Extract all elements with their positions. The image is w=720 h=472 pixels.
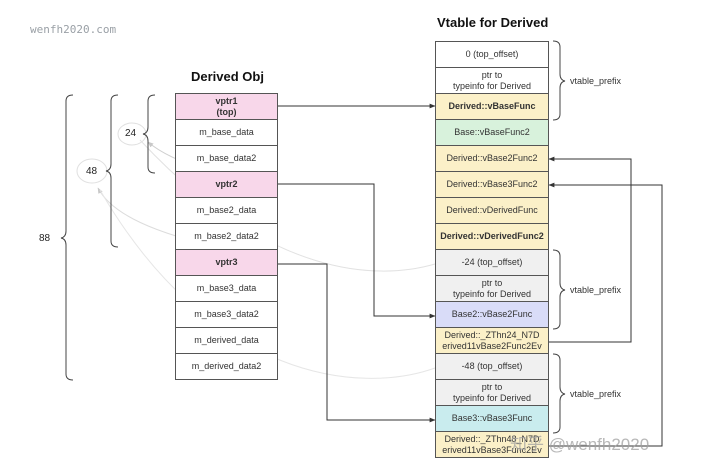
brace-24 <box>142 94 156 174</box>
vtable-row-label: -24 (top_offset) <box>461 257 523 267</box>
brace-48 <box>105 94 119 248</box>
vtable-row-label: Derived::vBase3Func2 <box>446 179 538 189</box>
vtable-row-derived-vbase2func2: Derived::vBase2Func2 <box>435 145 549 172</box>
vtable-row-base3-vbase3func: Base3::vBase3Func <box>435 405 549 432</box>
vtable-row-label: Derived::vBase2Func2 <box>446 153 538 163</box>
vtable-row-label: Derived::_ZThn48_N7D <box>444 433 540 444</box>
brace-prefix-1 <box>552 40 566 121</box>
brace-label-88: 88 <box>39 233 51 244</box>
obj-row-m-base2-data2: m_base2_data2 <box>175 223 278 250</box>
obj-row-m-derived-data2: m_derived_data2 <box>175 353 278 380</box>
obj-row-vptr3: vptr3 <box>175 249 278 276</box>
brace-88 <box>60 94 74 381</box>
vtable-row-label: Base::vBaseFunc2 <box>454 127 530 137</box>
vtable-row-sublabel: typeinfo for Derived <box>452 392 532 403</box>
brace-prefix-2 <box>552 249 566 330</box>
vtable-row-sublabel: typeinfo for Derived <box>452 288 532 299</box>
vtable-row-label: ptr to <box>481 381 503 392</box>
vtable-prefix-label-1: vtable_prefix <box>570 76 622 86</box>
vtable-row-48-top-offset: -48 (top_offset) <box>435 353 549 380</box>
vtable-row-derived-vbasefunc: Derived::vBaseFunc <box>435 93 549 120</box>
size-circle-24 <box>117 122 147 146</box>
vtable-row-label: Derived::vBaseFunc <box>448 101 536 111</box>
obj-row-label: vptr3 <box>215 257 238 267</box>
obj-row-m-base-data2: m_base_data2 <box>175 145 278 172</box>
curve-offset-48 <box>99 189 436 379</box>
obj-row-label: m_base2_data <box>196 205 257 215</box>
vtable-row-base2-vbase2func: Base2::vBase2Func <box>435 301 549 328</box>
derived-obj-title: Derived Obj <box>191 69 264 84</box>
vtable-row-label: 0 (top_offset) <box>465 49 519 59</box>
arrow-thunk-base2 <box>548 156 632 343</box>
obj-row-label: vptr1 <box>215 95 238 106</box>
vtable-row-base-vbasefunc2: Base::vBaseFunc2 <box>435 119 549 146</box>
brace-prefix-3 <box>552 353 566 434</box>
obj-row-m-base3-data: m_base3_data <box>175 275 278 302</box>
arrow-thunk-base3 <box>548 182 663 447</box>
vtable-row-derived-vderivedfunc2: Derived::vDerivedFunc2 <box>435 223 549 250</box>
obj-row-sublabel: (top) <box>216 106 237 117</box>
vtable-row-label: Derived::vDerivedFunc2 <box>440 231 544 241</box>
vtable-prefix-label-3: vtable_prefix <box>570 389 622 399</box>
obj-row-label: m_base3_data <box>196 283 257 293</box>
obj-row-m-base-data: m_base_data <box>175 119 278 146</box>
vtable-row-label: Base2::vBase2Func <box>451 309 533 319</box>
obj-row-label: m_base2_data2 <box>194 231 259 241</box>
vtable-row-label: Base3::vBase3Func <box>451 413 533 423</box>
vtable-row-0-top-offset: 0 (top_offset) <box>435 41 549 68</box>
watermark-zhihu: 知乎 @wenfh2020 <box>510 435 650 454</box>
obj-row-label: vptr2 <box>215 179 238 189</box>
obj-row-vptr2: vptr2 <box>175 171 278 198</box>
arrow-vptr2 <box>278 183 436 319</box>
obj-row-m-base3-data2: m_base3_data2 <box>175 301 278 328</box>
vtable-row-label: Derived::_ZThn24_N7D <box>444 329 540 340</box>
vtable-row-sublabel: erived11vBase3Func2Ev <box>442 444 542 455</box>
vtable-row-label: -48 (top_offset) <box>461 361 523 371</box>
brace-label-48: 48 <box>86 166 98 177</box>
obj-row-label: m_derived_data2 <box>191 361 262 371</box>
vtable-title: Vtable for Derived <box>437 15 549 30</box>
vtable-row-sublabel: erived11vBase2Func2Ev <box>442 340 542 351</box>
obj-row-label: m_base3_data2 <box>194 309 259 319</box>
vtable-row-label: ptr to <box>481 69 503 80</box>
vtable-prefix-label-2: vtable_prefix <box>570 285 622 295</box>
watermark-site: wenfh2020.com <box>30 23 117 36</box>
vtable-row-derived-vbase3func2: Derived::vBase3Func2 <box>435 171 549 198</box>
obj-row-m-derived-data: m_derived_data <box>175 327 278 354</box>
arrow-vptr3 <box>278 263 436 423</box>
vtable-row-sublabel: typeinfo for Derived <box>452 80 532 91</box>
obj-row-label: m_base_data2 <box>196 153 257 163</box>
obj-row-label: m_derived_data <box>194 335 259 345</box>
vtable-row-label: ptr to <box>481 277 503 288</box>
obj-row-m-base2-data: m_base2_data <box>175 197 278 224</box>
brace-label-24: 24 <box>125 128 137 139</box>
obj-row-label: m_base_data <box>199 127 254 137</box>
vtable-row-label: Derived::vDerivedFunc <box>446 205 538 215</box>
vtable-row-derived-vderivedfunc: Derived::vDerivedFunc <box>435 197 549 224</box>
obj-row-vptr1-top: vptr1(top) <box>175 93 278 120</box>
vtable-row-24-top-offset: -24 (top_offset) <box>435 249 549 276</box>
